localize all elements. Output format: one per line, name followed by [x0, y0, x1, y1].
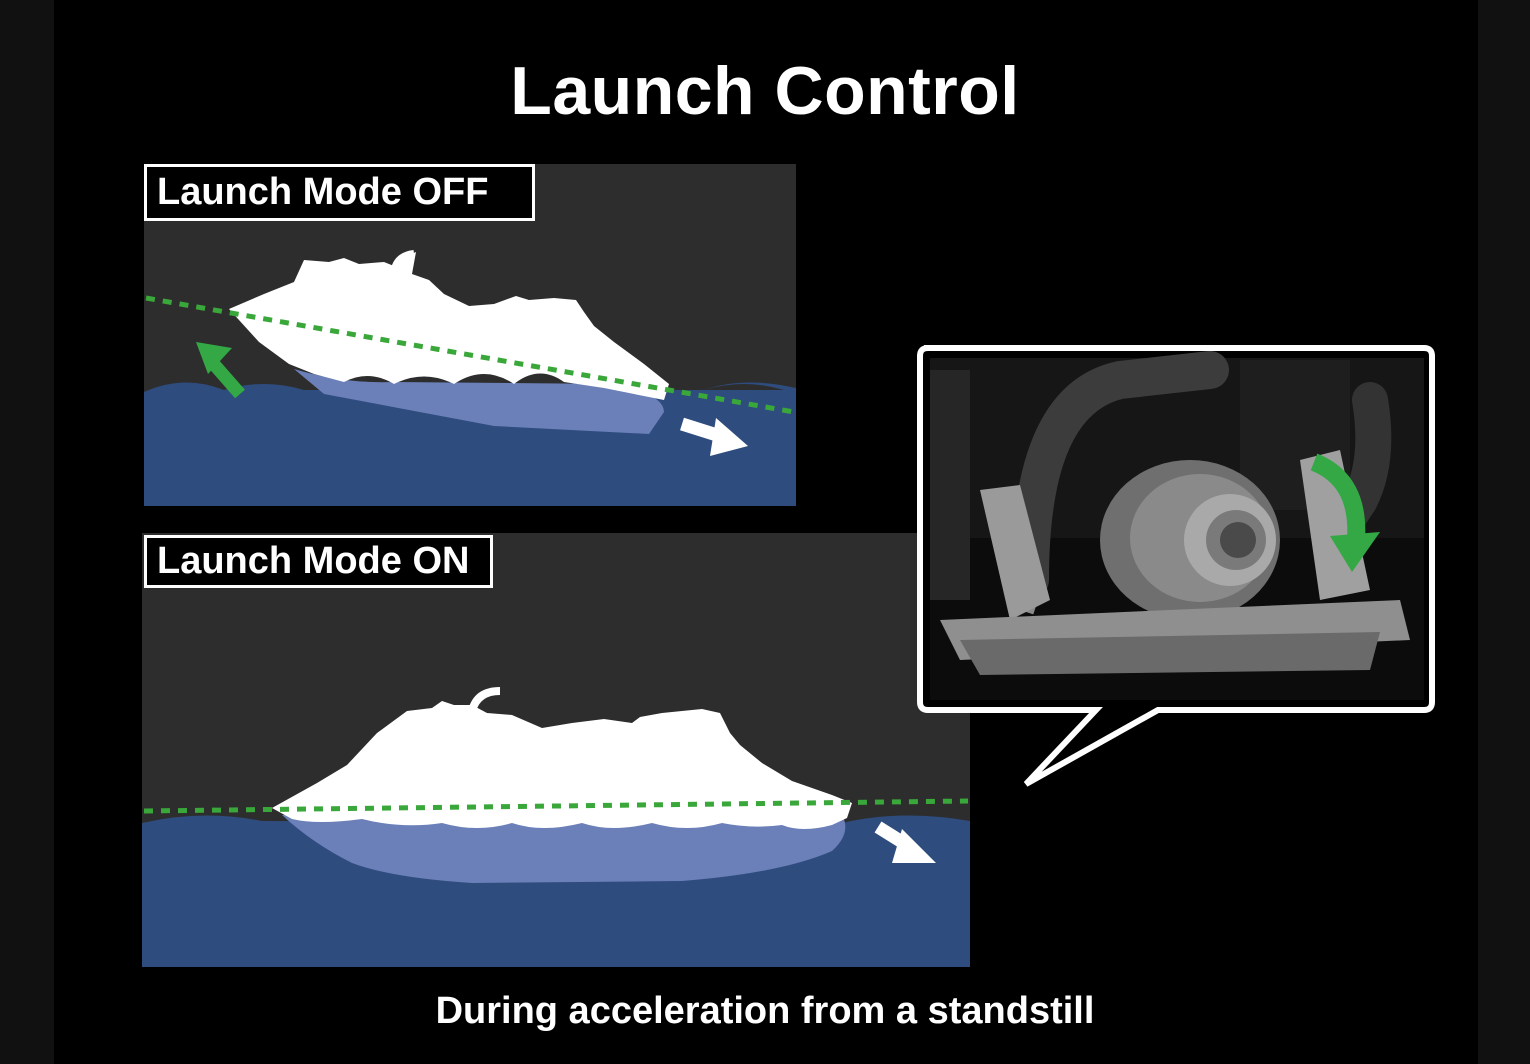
- left-edge-strip: [0, 0, 54, 1064]
- figure-caption: During acceleration from a standstill: [435, 990, 1095, 1032]
- page-title: Launch Control: [510, 53, 1020, 129]
- right-arrow-icon: [680, 417, 748, 456]
- submerged-hull: [282, 815, 846, 883]
- jet-pump-photo: [930, 351, 1424, 700]
- up-left-arrow-icon: [196, 342, 245, 399]
- right-arrow-icon: [874, 821, 936, 863]
- launch-mode-off-diagram: [144, 164, 796, 506]
- rotate-arrow-icon: [1310, 453, 1380, 572]
- submerged-hull: [294, 369, 664, 434]
- right-edge-strip: [1478, 0, 1530, 1064]
- launch-mode-off-label: Launch Mode OFF: [144, 164, 535, 221]
- handlebar: [468, 687, 501, 713]
- launch-mode-on-label: Launch Mode ON: [144, 535, 493, 588]
- jet-pump-callout: [900, 340, 1460, 800]
- trim-line: [143, 798, 969, 814]
- trim-line: [145, 295, 795, 415]
- launch-mode-off-illustration: [144, 164, 796, 506]
- jet-pump-callout-graphic: [917, 345, 1435, 787]
- watercraft-silhouette: [272, 701, 852, 829]
- handlebar: [390, 250, 415, 275]
- watercraft-silhouette: [229, 252, 669, 400]
- launch-mode-on-illustration: [142, 533, 970, 967]
- launch-mode-on-diagram: [142, 533, 970, 967]
